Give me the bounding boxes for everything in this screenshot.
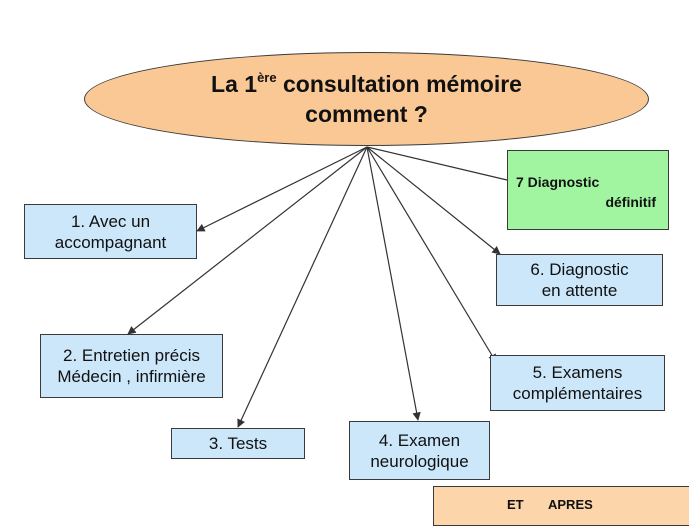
arrow-to-node-4 — [366, 146, 421, 421]
arrow-to-node-1 — [196, 146, 368, 232]
node-5-examens-complementaires: 5. Examens complémentaires — [490, 355, 665, 411]
title-line-1: La 1ère consultation mémoire — [211, 70, 522, 97]
title-line-2: comment ? — [305, 101, 428, 127]
arrow-to-node-5 — [366, 146, 497, 363]
arrow-to-node-7 — [366, 146, 508, 181]
node-3-tests: 3. Tests — [171, 428, 305, 459]
arrow-to-node-2 — [127, 146, 368, 335]
arrow-to-node-3 — [237, 146, 368, 428]
node-4-examen-neurologique: 4. Examen neurologique — [349, 421, 490, 480]
node-1-accompagnant: 1. Avec un accompagnant — [24, 204, 197, 259]
node-7-diagnostic-definitif: 7 Diagnostic définitif — [507, 150, 669, 230]
central-title-ellipse: La 1ère consultation mémoire comment ? — [84, 52, 649, 146]
footer-et-apres: ET APRES — [433, 486, 689, 526]
arrow-to-node-6 — [366, 146, 501, 255]
title-superscript: ère — [257, 70, 277, 85]
node-2-entretien: 2. Entretien précis Médecin , infirmière — [40, 334, 223, 398]
node-6-diagnostic-attente: 6. Diagnostic en attente — [496, 254, 663, 306]
